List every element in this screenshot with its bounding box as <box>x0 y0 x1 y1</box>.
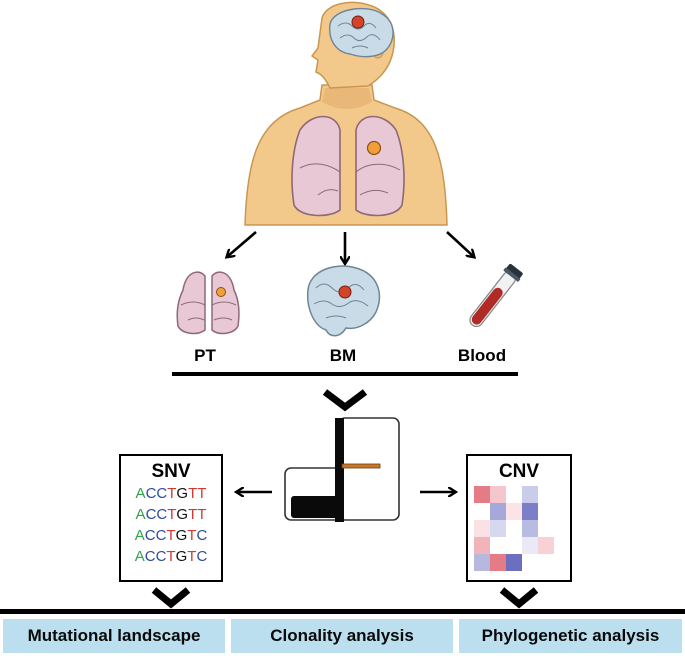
arrow-to-pt <box>228 231 257 256</box>
heatmap-cell <box>474 537 490 554</box>
cnv-heatmap-icon <box>474 486 554 571</box>
human-body-icon <box>244 1 448 226</box>
heatmap-cell <box>506 520 522 537</box>
heatmap-cell <box>538 520 554 537</box>
chevron-down-icon <box>151 587 191 609</box>
heatmap-cell <box>522 503 538 520</box>
samples-divider <box>172 372 518 376</box>
heatmap-cell <box>490 554 506 571</box>
outcomes-divider <box>0 609 685 614</box>
heatmap-cell <box>522 537 538 554</box>
snv-row-4: ACCTGTC <box>135 548 208 565</box>
heatmap-cell <box>522 486 538 503</box>
cnv-panel: CNV <box>466 454 572 582</box>
heatmap-cell <box>538 554 554 571</box>
arrow-to-blood <box>446 231 473 256</box>
sample-label-pt: PT <box>194 346 216 365</box>
chevron-down-icon <box>499 587 539 609</box>
heatmap-cell <box>490 503 506 520</box>
sequencing-assay-icon <box>284 417 400 522</box>
heatmap-cell <box>506 554 522 571</box>
outcome-mutational-landscape: Mutational landscape <box>3 619 225 653</box>
outcome-clonality-analysis: Clonality analysis <box>231 619 453 653</box>
lung-icon <box>176 271 240 335</box>
heatmap-cell <box>506 486 522 503</box>
heatmap-cell <box>490 486 506 503</box>
heatmap-cell <box>538 503 554 520</box>
heatmap-cell <box>506 537 522 554</box>
heatmap-cell <box>538 486 554 503</box>
outcome-phylogenetic-analysis: Phylogenetic analysis <box>459 619 682 653</box>
heatmap-cell <box>522 554 538 571</box>
snv-title: SNV <box>151 461 190 482</box>
heatmap-cell <box>474 554 490 571</box>
heatmap-cell <box>474 486 490 503</box>
heatmap-cell <box>522 520 538 537</box>
sample-label-bm: BM <box>330 346 356 365</box>
heatmap-cell <box>506 503 522 520</box>
snv-row-1: ACCTGTT <box>136 485 207 502</box>
heatmap-cell <box>474 520 490 537</box>
heatmap-cell <box>474 503 490 520</box>
snv-row-2: ACCTGTT <box>136 506 207 523</box>
sample-label-blood: Blood <box>458 346 506 365</box>
cnv-title: CNV <box>499 461 539 482</box>
blood-tube-icon <box>469 263 523 328</box>
heatmap-cell <box>490 520 506 537</box>
brain-icon <box>306 265 381 337</box>
snv-panel: SNV ACCTGTT ACCTGTT ACCTGTC ACCTGTC <box>119 454 223 582</box>
heatmap-cell <box>538 537 554 554</box>
snv-row-3: ACCTGTC <box>135 527 208 544</box>
heatmap-cell <box>490 537 506 554</box>
chevron-down-icon <box>322 389 368 412</box>
